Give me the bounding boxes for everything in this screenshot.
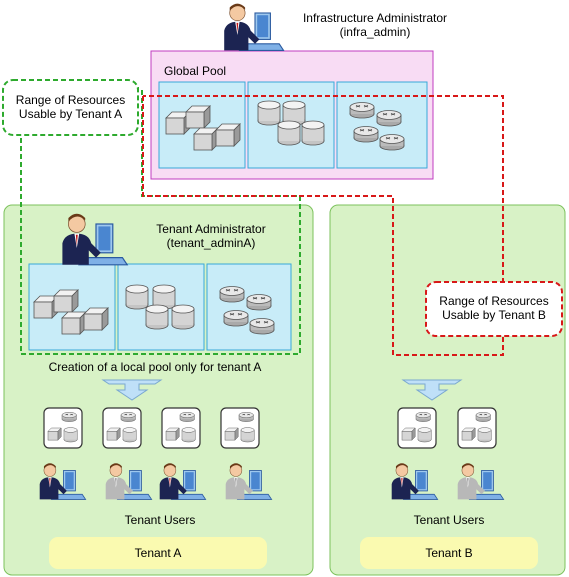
infra-admin-person-icon [223,3,285,51]
tenant-b-users-label: Tenant Users [413,513,485,527]
infra-admin-account: (infra_admin) [339,25,411,39]
tenant-a-name-plate [49,537,267,569]
infra-admin-title: Infrastructure Administrator [302,11,448,25]
tenant-admin-account: (tenant_adminA) [166,236,256,250]
range-a-label-line1: Range of Resources [15,93,126,107]
tenant-b-name-plate [360,537,538,569]
tenant-admin-title: Tenant Administrator [156,222,266,236]
global-pool-label: Global Pool [164,64,227,78]
local-pool-caption: Creation of a local pool only for tenant… [48,360,262,374]
range-b-boundary [142,95,504,356]
range-b-label-box [425,281,563,337]
tenant-a-users-label: Tenant Users [124,513,196,527]
tenant-b-name: Tenant B [425,546,473,560]
range-a-label-box [2,79,139,136]
range-b-label-line1: Range of Resources [439,294,549,308]
range-a-label-line2: Usable by Tenant A [18,107,123,121]
range-b-label-line2: Usable by Tenant B [442,308,546,322]
tenant-a-name: Tenant A [134,546,182,560]
